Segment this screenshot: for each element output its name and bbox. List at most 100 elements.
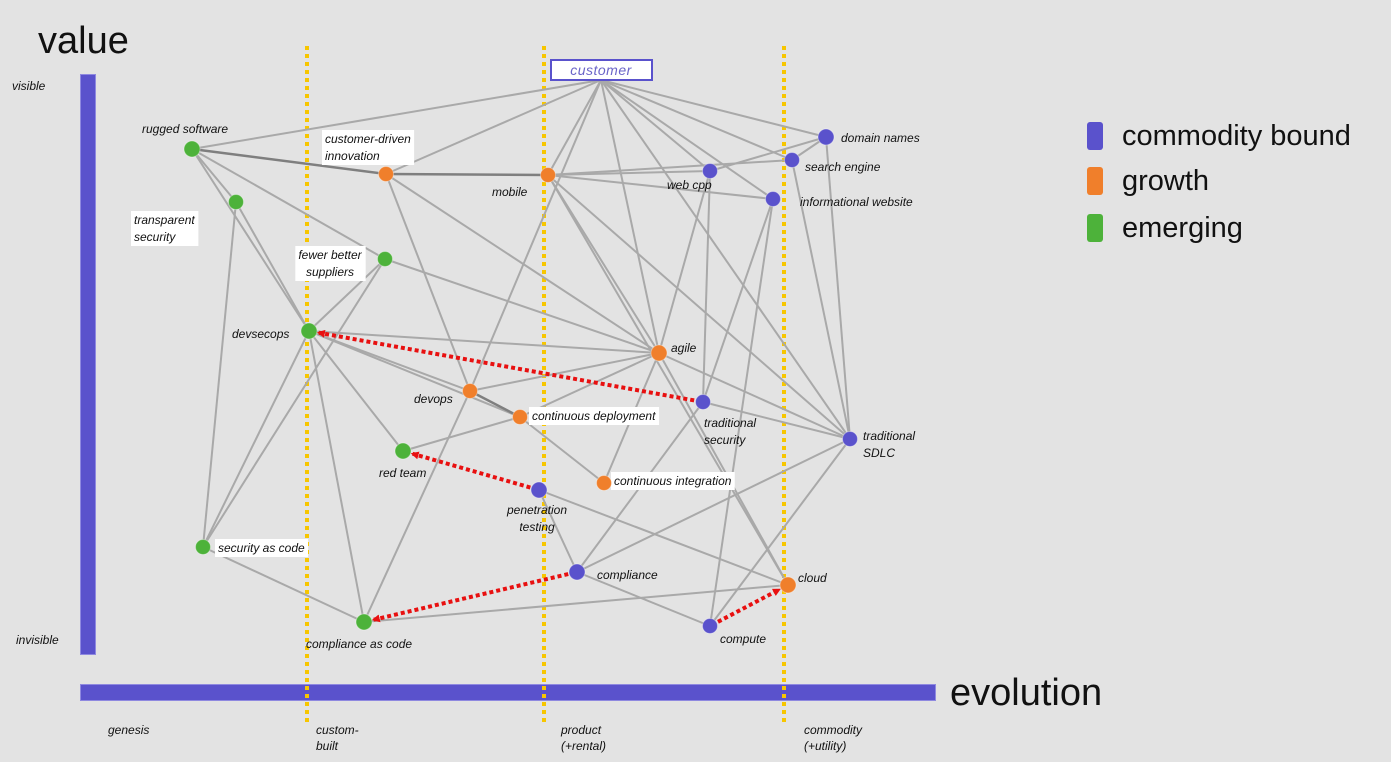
label-background [322,130,415,165]
svg-text:compliance: compliance [597,568,658,582]
edge-fewer-better-suppliers-to-agile [384,258,660,354]
node-red-team[interactable] [394,442,412,460]
edge-customer-driven-innovation-to-mobile [385,172,549,177]
node-label-continuous-integration: continuous integration [611,472,735,490]
node-mobile[interactable] [540,167,556,183]
edge-transparent-security-to-devsecops [235,201,310,332]
edge-customer-to-web-cpp [600,79,711,172]
svg-text:informational website: informational website [800,195,913,209]
legend-swatch-growth [1087,167,1103,195]
node-search-engine[interactable] [784,152,800,168]
svg-text:compliance as code: compliance as code [306,637,412,651]
edge-traditional-sdlc-to-compliance [576,438,851,573]
node-label-red-team: red team [379,466,426,480]
edge-devsecops-to-continuous-deployment [308,330,521,418]
node-label-search-engine: search engine [805,160,881,174]
legend: commodity bound growth emerging [1087,120,1377,250]
label-background [131,211,199,246]
edge-search-engine-to-traditional-sdlc [791,159,851,440]
edge-informational-website-to-traditional-security [702,198,774,403]
node-label-rugged-software: rugged software [142,122,228,136]
edge-devops-to-agile [469,352,660,392]
edge-customer-to-search-engine [600,79,793,161]
edge-agile-to-traditional-sdlc [658,352,851,440]
edge-security-as-code-to-compliance-as-code [202,546,365,623]
node-customer-driven-innovation[interactable] [378,166,394,182]
svg-text:devsecops: devsecops [232,327,289,341]
node-continuous-deployment[interactable] [512,409,528,425]
node-domain-names[interactable] [817,128,835,146]
edge-devsecops-to-red-team [308,330,404,452]
edge-customer-to-traditional-sdlc [600,79,851,440]
node-compliance[interactable] [568,563,586,581]
edge-rugged-software-to-devsecops [191,148,310,332]
customer-node[interactable]: customer [550,59,653,81]
edge-agile-to-cloud [658,352,789,586]
node-compute[interactable] [702,618,718,634]
edge-traditional-security-to-traditional-sdlc [702,401,851,440]
edge-mobile-to-search-engine [547,159,793,176]
stage-label-genesis: genesis [108,723,150,737]
legend-label: commodity bound [1122,120,1351,152]
edge-fewer-better-suppliers-to-security-as-code [202,258,386,548]
visible-label: visible [12,79,46,93]
edge-customer-to-devops [469,79,602,392]
node-label-compute: compute [720,632,766,646]
edge-mobile-to-traditional-sdlc [547,174,851,440]
svg-text:cloud: cloud [798,571,827,585]
node-transparent-security[interactable] [228,194,244,210]
svg-text:mobile: mobile [492,185,528,199]
node-traditional-security[interactable] [695,394,711,410]
legend-item-growth: growth [1087,165,1377,197]
node-informational-website[interactable] [765,191,781,207]
node-compliance-as-code[interactable] [355,613,373,631]
node-fewer-better-suppliers[interactable] [377,251,393,267]
node-web-cpp[interactable] [702,163,718,179]
node-rugged-software[interactable] [183,140,201,158]
value-axis-title: value [38,20,129,62]
legend-swatch-emerging [1087,214,1103,242]
legend-swatch-commodity-bound [1087,122,1103,150]
node-label-informational-website: informational website [800,195,913,209]
edge-transparent-security-to-security-as-code [202,201,237,548]
legend-label: emerging [1122,212,1243,244]
svg-text:web cpp: web cpp [667,178,712,192]
edge-rugged-software-to-fewer-better-suppliers [191,148,386,260]
edge-rugged-software-to-transparent-security [191,148,237,203]
svg-text:devops: devops [414,392,453,406]
stage-label-custom: custom-built [316,723,359,753]
edge-devsecops-to-security-as-code [202,330,310,548]
stage-label-commodity: commodity(+utility) [804,723,863,753]
edge-web-cpp-to-agile [658,170,711,354]
node-label-cloud: cloud [798,571,827,585]
edge-domain-names-to-traditional-sdlc [825,136,851,440]
edge-mobile-to-cloud [547,174,789,586]
edge-continuous-deployment-to-red-team [402,416,521,452]
movement-arrow-compliance-to-compliance-as-code [371,572,569,623]
node-devops[interactable] [462,383,478,399]
edge-devops-to-compliance-as-code [363,390,471,623]
nodes [183,128,858,634]
node-label-continuous-deployment: continuous deployment [529,407,660,425]
node-penetration-testing[interactable] [530,481,548,499]
node-continuous-integration[interactable] [596,475,612,491]
node-agile[interactable] [650,344,668,362]
node-label-domain-names: domain names [841,131,920,145]
svg-text:agile: agile [671,341,697,355]
svg-text:security as code: security as code [218,541,305,555]
invisible-label: invisible [16,633,59,647]
node-security-as-code[interactable] [195,539,211,555]
dependency-edges [191,79,851,627]
node-devsecops[interactable] [300,322,318,340]
node-cloud[interactable] [779,576,797,594]
node-traditional-sdlc[interactable] [842,431,858,447]
legend-item-emerging: emerging [1087,212,1377,244]
legend-item-commodity-bound: commodity bound [1087,120,1377,152]
node-label-compliance: compliance [597,568,658,582]
